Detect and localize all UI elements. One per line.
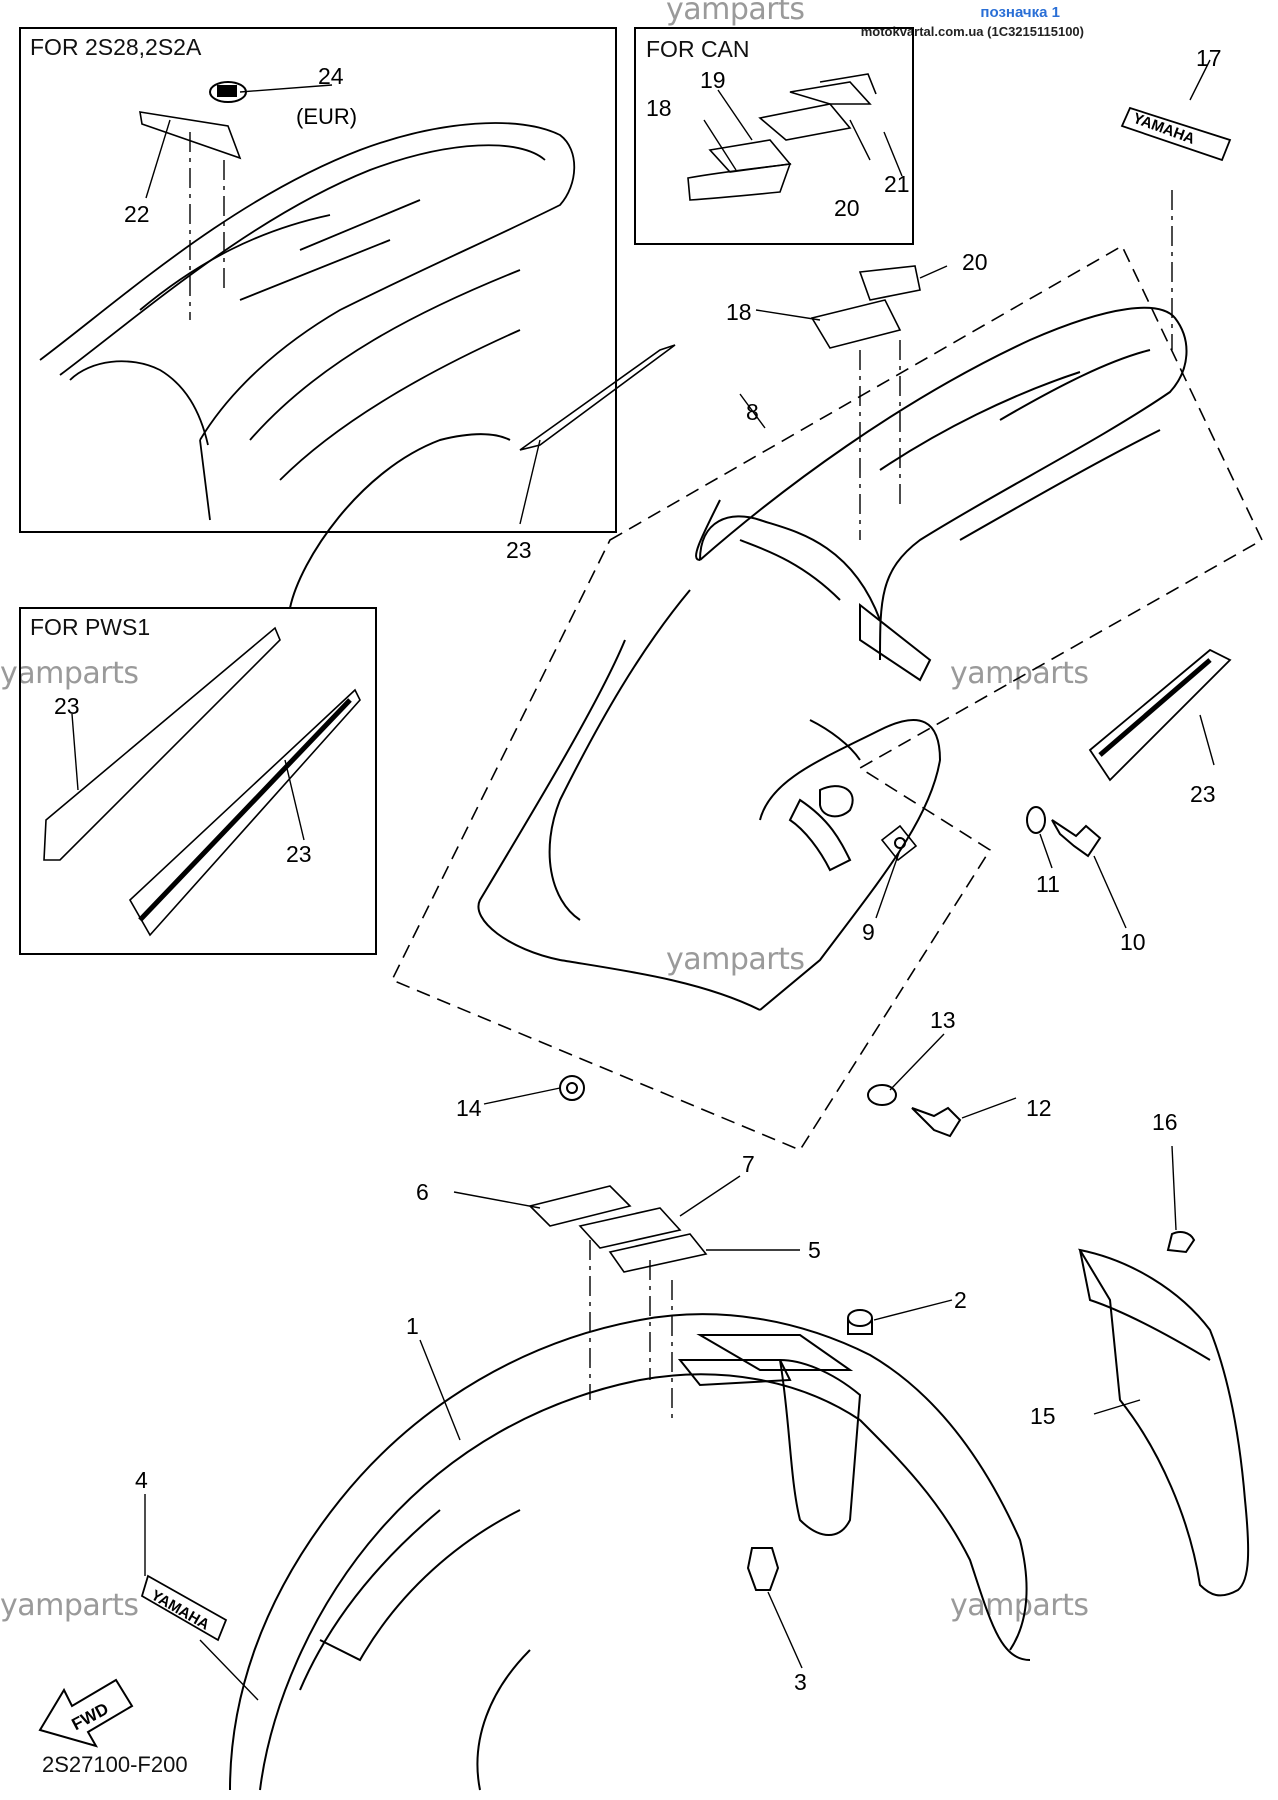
callout-6: 6 <box>416 1179 429 1205</box>
decal-22 <box>139 111 242 160</box>
callout-20-main: 20 <box>962 249 988 275</box>
eur-note: (EUR) <box>296 104 357 129</box>
decal-18-main <box>810 299 902 349</box>
site-reference: motokvartal.com.ua (1C3215115100) <box>860 24 1084 39</box>
inset-title-2s28: FOR 2S28,2S2A <box>30 34 202 60</box>
callout-20: 20 <box>834 195 860 221</box>
inset-connector <box>289 433 511 609</box>
decal-23-pws1-b <box>128 688 361 937</box>
watermark: yamparts <box>0 1588 139 1623</box>
callout-23-pws1-b: 23 <box>286 841 312 867</box>
inset-frame-2s28 <box>19 27 617 533</box>
inset-rear-fender <box>39 122 576 521</box>
label-link[interactable]: позначка 1 <box>980 4 1060 21</box>
rear-fender <box>477 306 1188 1011</box>
washer-13 <box>867 1084 897 1106</box>
grommet-14 <box>559 1075 585 1101</box>
fwd-arrow-icon: FWD <box>38 1678 134 1748</box>
callout-13: 13 <box>930 1007 956 1033</box>
callout-11: 11 <box>1036 871 1060 897</box>
decal-text: YAMAHA <box>1131 110 1198 148</box>
callout-8: 8 <box>746 399 759 425</box>
front-fender <box>229 1313 1031 1791</box>
decal-20-main <box>858 265 921 301</box>
decal-23-side <box>1088 648 1232 782</box>
bolt-12 <box>911 1106 962 1138</box>
rear-fender-group-box <box>390 244 1264 1151</box>
callout-12: 12 <box>1026 1095 1052 1121</box>
callout-19: 19 <box>700 67 726 93</box>
inset-title-can: FOR CAN <box>646 36 750 62</box>
callout-numbers: 1 2 3 4 5 6 7 8 9 10 11 12 13 14 15 16 1… <box>54 45 1222 1695</box>
inset-frame-pws1 <box>19 607 377 955</box>
callout-15: 15 <box>1030 1403 1056 1429</box>
callout-4: 4 <box>135 1467 148 1493</box>
callout-7: 7 <box>742 1151 755 1177</box>
watermark: yamparts <box>950 1588 1089 1623</box>
watermark: yamparts <box>0 656 139 691</box>
bolt-3 <box>746 1547 780 1591</box>
callout-23: 23 <box>506 537 532 563</box>
decal-5 <box>608 1233 708 1273</box>
washer-11 <box>1026 806 1046 834</box>
callout-2: 2 <box>954 1287 967 1313</box>
watermark: yamparts <box>666 0 805 27</box>
callout-23-side: 23 <box>1190 781 1216 807</box>
can-decals <box>687 73 877 201</box>
decal-23-top <box>519 344 676 451</box>
callout-9: 9 <box>862 919 875 945</box>
decal-17 <box>1120 106 1232 162</box>
callout-16: 16 <box>1152 1109 1178 1135</box>
bolt-10 <box>1051 819 1102 858</box>
watermark: yamparts <box>666 942 805 977</box>
inset-frame-can <box>634 27 914 245</box>
callout-17: 17 <box>1196 45 1222 71</box>
nut-9 <box>880 824 918 862</box>
callout-1: 1 <box>406 1313 419 1339</box>
grommet-2 <box>847 1309 873 1327</box>
decal-4 <box>140 1574 228 1642</box>
callout-3: 3 <box>794 1669 807 1695</box>
diagram-code: 2S27100-F200 <box>42 1752 188 1777</box>
callout-18: 18 <box>646 95 672 121</box>
callout-10: 10 <box>1120 929 1146 955</box>
callout-22: 22 <box>124 201 150 227</box>
callout-5: 5 <box>808 1237 821 1263</box>
inset-title-pws1: FOR PWS1 <box>30 614 151 640</box>
decal-23-pws1-a <box>43 626 281 861</box>
decal-6 <box>528 1185 632 1227</box>
decal-7 <box>578 1207 682 1249</box>
screw-16 <box>1166 1231 1196 1254</box>
callout-18-main: 18 <box>726 299 752 325</box>
leader-lines <box>71 59 1215 1701</box>
callout-23-pws1-a: 23 <box>54 693 80 719</box>
mud-flap-15 <box>1077 1248 1250 1597</box>
callout-21: 21 <box>884 171 910 197</box>
callout-24: 24 <box>318 63 344 89</box>
watermark: yamparts <box>950 656 1089 691</box>
callout-14: 14 <box>456 1095 482 1121</box>
